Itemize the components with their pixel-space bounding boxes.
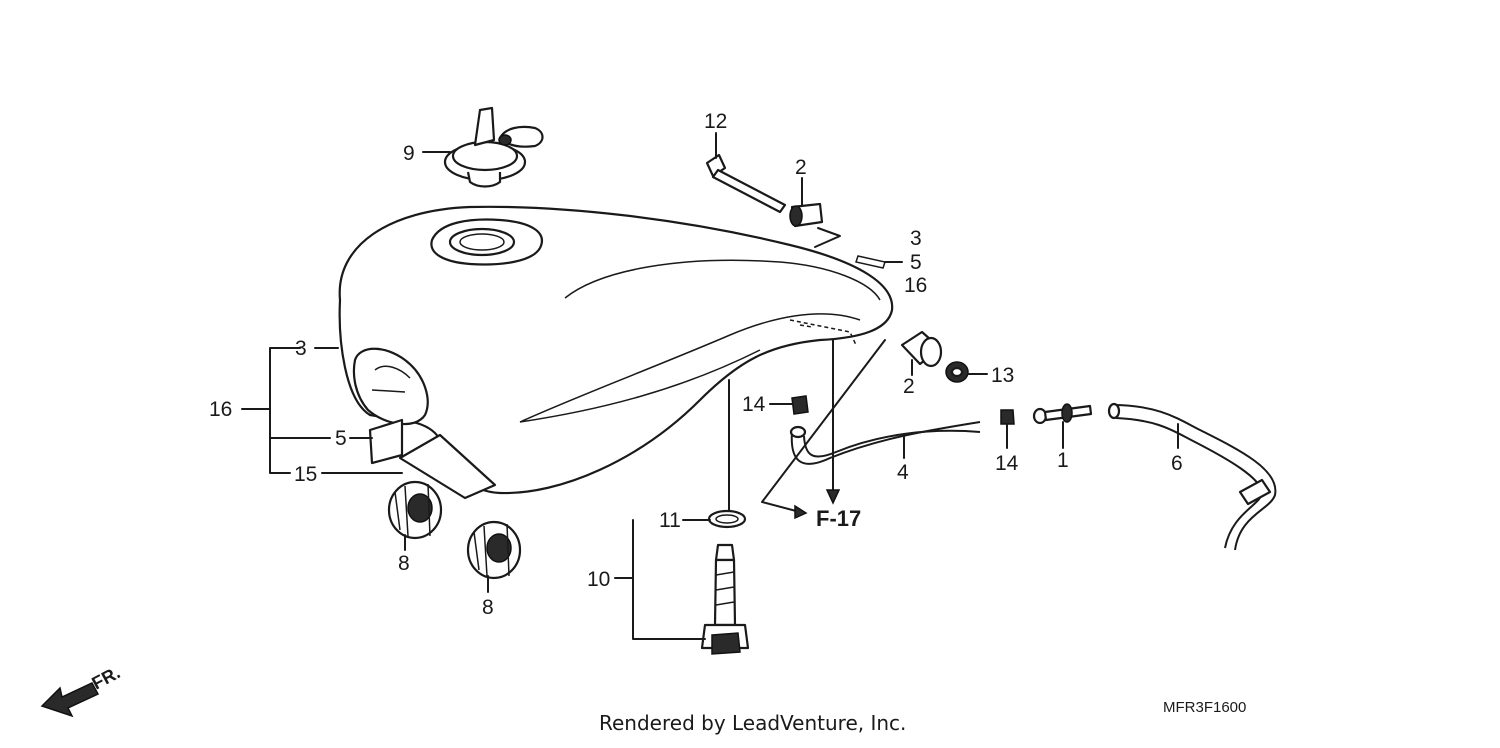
callout-9: 9 [403, 142, 415, 165]
fuel-sender [700, 543, 750, 655]
hose-clip-left [791, 395, 809, 415]
grommet-left [387, 480, 443, 540]
callout-16-front: 16 [904, 274, 927, 297]
callout-14-left: 14 [742, 393, 766, 416]
hose-fitting [1032, 403, 1093, 425]
callout-10: 10 [587, 568, 610, 591]
nut [945, 361, 969, 383]
callout-3-left: 3 [295, 337, 307, 360]
leader-lines [241, 132, 1179, 640]
callout-4: 4 [897, 461, 909, 484]
callout-16-left: 16 [209, 398, 232, 421]
emblem-front [855, 255, 886, 269]
front-direction-marker: FR. [40, 662, 123, 718]
mount-bolt [705, 153, 787, 214]
fuel-tank [338, 205, 894, 500]
callout-12: 12 [704, 110, 727, 133]
reference-f17: F-17 [816, 506, 861, 531]
callout-8-left: 8 [398, 552, 410, 575]
breather-hose-short [789, 421, 981, 465]
hose-clip-right [1000, 409, 1015, 425]
callout-14-right: 14 [995, 452, 1019, 475]
callout-8-right: 8 [482, 596, 494, 619]
credit-line: Rendered by LeadVenture, Inc. [599, 711, 906, 735]
callout-1: 1 [1057, 449, 1069, 472]
callout-2-upper: 2 [795, 156, 807, 179]
grommet-right [466, 520, 522, 580]
collar-lower [900, 330, 943, 368]
callout-5-left: 5 [335, 427, 347, 450]
callout-15: 15 [294, 463, 317, 486]
collar-upper [789, 202, 824, 228]
callout-3-front: 3 [910, 227, 922, 250]
callout-11: 11 [659, 509, 681, 532]
callout-6: 6 [1171, 452, 1183, 475]
callout-2-lower: 2 [903, 375, 915, 398]
fuel-cap [443, 106, 544, 188]
callout-13: 13 [991, 364, 1014, 387]
breather-hose-long [1107, 402, 1277, 551]
diagram-code: MFR3F1600 [1163, 699, 1246, 716]
callout-5-front: 5 [910, 251, 922, 274]
o-ring [707, 509, 747, 529]
